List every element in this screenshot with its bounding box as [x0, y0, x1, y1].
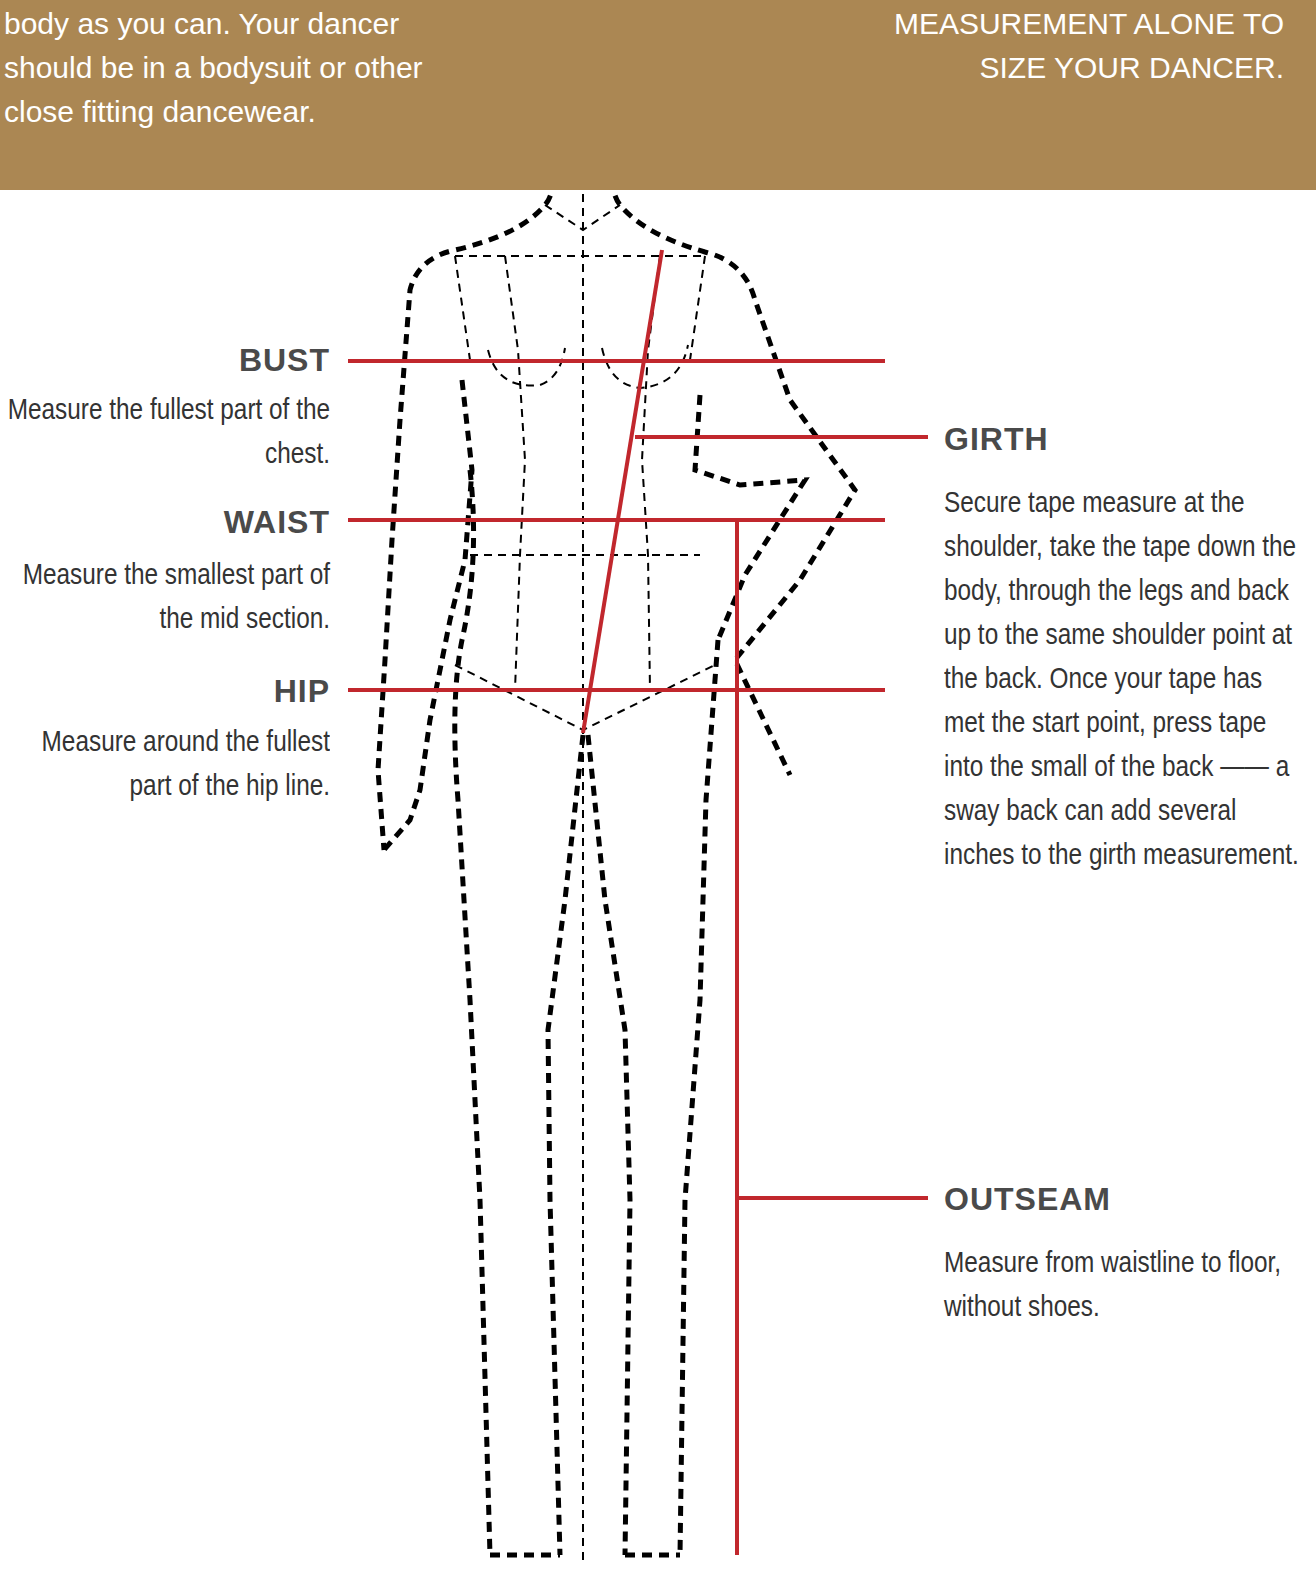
body-outline	[378, 12, 855, 1555]
measure-name: GIRTH	[944, 420, 1304, 458]
measure-name: OUTSEAM	[944, 1180, 1304, 1218]
intro-note: body as you can. Your dancer should be i…	[4, 2, 454, 134]
measure-instruction: Measure around the fullest part of the h…	[0, 719, 330, 807]
measure-name: HIP	[0, 672, 330, 710]
measure-name: WAIST	[0, 503, 330, 541]
warning-note: MEASUREMENT ALONE TO SIZE YOUR DANCER.	[884, 2, 1284, 90]
measure-name: BUST	[0, 341, 330, 379]
header-band: body as you can. Your dancer should be i…	[0, 0, 1316, 190]
measure-instruction: Measure the smallest part of the mid sec…	[0, 552, 330, 640]
measure-instruction: Measure the fullest part of the chest.	[0, 387, 330, 475]
measure-instruction: Measure from waistline to floor, without…	[944, 1240, 1304, 1328]
measure-lines	[348, 250, 928, 1555]
guide-lines	[455, 12, 715, 1565]
measure-instruction: Secure tape measure at the shoulder, tak…	[944, 480, 1304, 876]
